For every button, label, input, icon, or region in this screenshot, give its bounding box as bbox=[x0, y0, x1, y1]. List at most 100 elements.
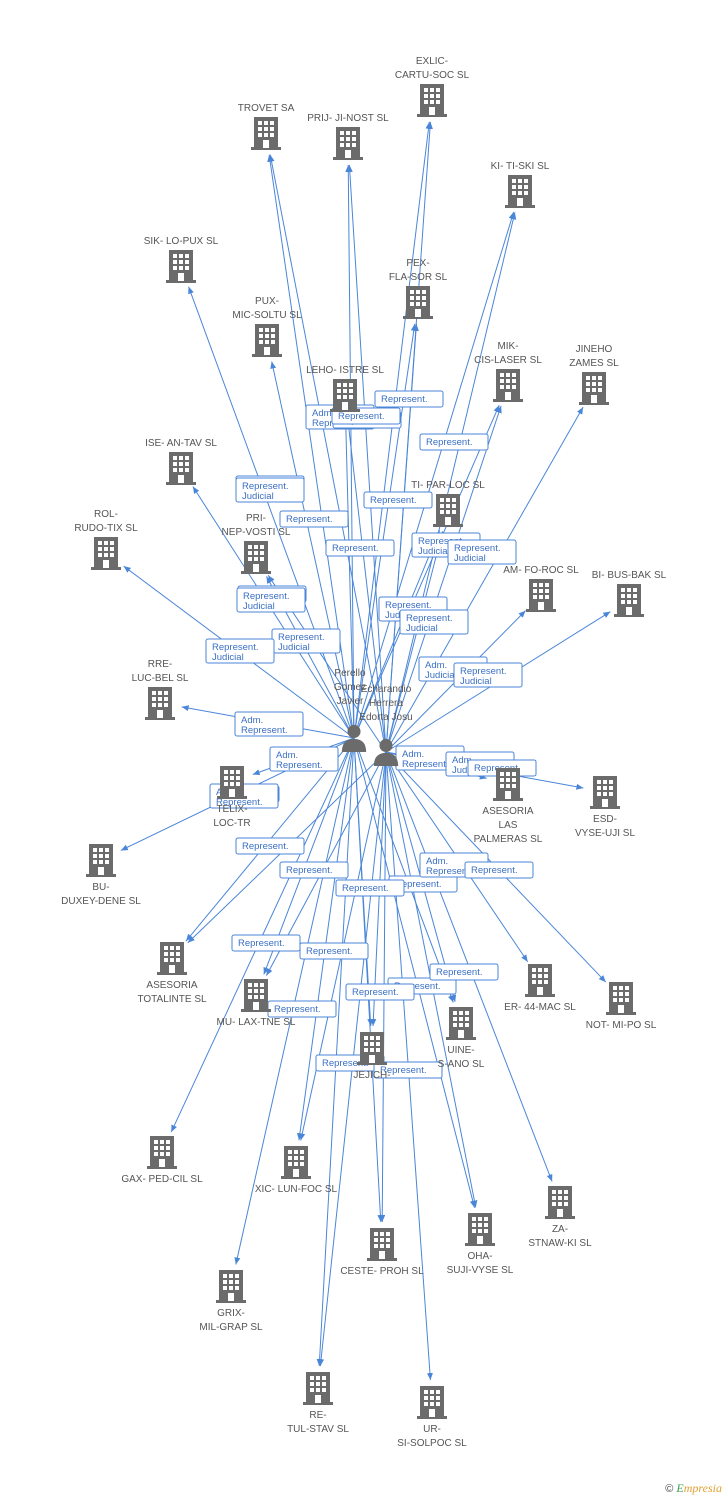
relation-badge[interactable]: Represent.Judicial bbox=[453, 662, 523, 688]
relation-badge[interactable]: Represent. bbox=[419, 433, 489, 451]
badge-text: Represent. bbox=[402, 759, 448, 770]
relation-badge[interactable]: Represent. bbox=[231, 934, 301, 952]
company-node[interactable]: GRIX-MIL-GRAP SL bbox=[199, 1270, 263, 1333]
company-node[interactable]: CESTE- PROH SL bbox=[340, 1228, 424, 1277]
company-node[interactable]: EXLIC-CARTU-SOC SL bbox=[395, 56, 470, 117]
badge-text: Represent. bbox=[243, 591, 289, 602]
company-node[interactable]: JEJICH- bbox=[353, 1032, 391, 1081]
building-icon bbox=[417, 1386, 447, 1419]
company-node[interactable]: MIK-CIS-LASER SL bbox=[474, 341, 542, 402]
relation-badge[interactable]: Represent.Judicial bbox=[235, 477, 305, 503]
company-label: UINE- bbox=[447, 1045, 474, 1056]
person-label: Herrera bbox=[369, 698, 403, 709]
company-label: TROVET SA bbox=[238, 103, 295, 114]
relation-badge[interactable]: Represent.Judicial bbox=[399, 609, 469, 635]
relation-badge[interactable]: Represent.Judicial bbox=[236, 587, 306, 613]
relation-badge[interactable]: Represent.Judicial bbox=[271, 628, 341, 654]
relation-badge[interactable]: Represent. bbox=[235, 837, 305, 855]
company-node[interactable]: ESD-VYSE-UJI SL bbox=[575, 776, 635, 839]
company-node[interactable]: BI- BUS-BAK SL bbox=[592, 570, 667, 617]
badge-text: Represent. bbox=[426, 866, 472, 877]
company-label: PRI- bbox=[246, 513, 266, 524]
company-label: XIC- LUN-FOC SL bbox=[255, 1184, 338, 1195]
company-node[interactable]: LEHO- ISTRE SL bbox=[306, 365, 384, 412]
building-icon bbox=[590, 776, 620, 809]
company-node[interactable]: RE-TUL-STAV SL bbox=[287, 1372, 349, 1435]
company-node[interactable]: PRIJ- JI-NOST SL bbox=[307, 113, 389, 160]
building-icon bbox=[241, 979, 271, 1012]
person-label: Javier bbox=[337, 696, 364, 707]
relation-badge[interactable]: Represent.Judicial bbox=[205, 638, 275, 664]
company-node[interactable]: SIK- LO-PUX SL bbox=[144, 236, 219, 283]
company-node[interactable]: GAX- PED-CIL SL bbox=[121, 1136, 203, 1185]
nodes-layer: EXLIC-CARTU-SOC SL TROVET SA PRIJ- JI-NOST… bbox=[61, 56, 667, 1449]
relation-badge[interactable]: Represent. bbox=[363, 491, 433, 509]
relation-badge[interactable]: Represent. bbox=[279, 861, 349, 879]
relation-badge[interactable]: Represent. bbox=[299, 942, 369, 960]
company-node[interactable]: ISE- AN-TAV SL bbox=[145, 438, 217, 485]
badge-text: Adm. bbox=[402, 749, 424, 760]
company-label: TELIX- bbox=[216, 804, 247, 815]
company-node[interactable]: MU- LAX-TNE SL bbox=[217, 979, 296, 1028]
badge-text: Represent. bbox=[406, 613, 452, 624]
company-node[interactable]: PEX-FLA-SOR SL bbox=[389, 258, 448, 319]
edge-p2-c12 bbox=[385, 531, 444, 753]
badge-text: Judicial bbox=[406, 623, 438, 634]
building-icon bbox=[252, 324, 282, 357]
company-label: ZA- bbox=[552, 1224, 568, 1235]
company-node[interactable]: ZA-STNAW-KI SL bbox=[528, 1186, 592, 1249]
relation-badge[interactable]: Represent. bbox=[429, 963, 499, 981]
relation-badge[interactable]: Represent. bbox=[374, 390, 444, 408]
badges-layer: Adm.Represent.Represent.Represent.Repres… bbox=[205, 390, 537, 1079]
company-node[interactable]: ROL-RUDO-TIX SL bbox=[74, 509, 138, 570]
badge-text: Represent. bbox=[286, 514, 332, 525]
company-label: NEP-VOSTI SL bbox=[222, 527, 291, 538]
company-node[interactable]: NOT- MI-PO SL bbox=[586, 982, 657, 1031]
company-node[interactable]: XIC- LUN-FOC SL bbox=[255, 1146, 338, 1195]
empresia-logo[interactable]: Empresia bbox=[676, 1481, 722, 1495]
relation-badge[interactable]: Represent. bbox=[335, 879, 405, 897]
company-node[interactable]: UINE-S-ANO SL bbox=[438, 1007, 485, 1070]
badge-box bbox=[464, 861, 534, 879]
company-node[interactable]: ER- 44-MAC SL bbox=[504, 964, 576, 1013]
copyright-symbol: © bbox=[665, 1483, 674, 1495]
edge-p1-c4 bbox=[353, 211, 515, 739]
relation-badge[interactable]: Represent. bbox=[267, 1000, 337, 1018]
relation-badge[interactable]: Represent. bbox=[345, 983, 415, 1001]
company-node[interactable]: TELIX-LOC-TR bbox=[213, 766, 251, 829]
company-node[interactable]: AM- FO-ROC SL bbox=[503, 565, 579, 612]
company-node[interactable]: OHA-SUJI-VYSE SL bbox=[447, 1213, 514, 1276]
badge-box bbox=[331, 407, 401, 425]
relation-badge[interactable]: Represent.Judicial bbox=[447, 539, 517, 565]
company-node[interactable]: PRI- NEP-VOSTI SL bbox=[222, 513, 291, 574]
company-label: ZAMES SL bbox=[569, 358, 619, 369]
badge-text: Represent. bbox=[342, 883, 388, 894]
relation-badge[interactable]: Represent. bbox=[464, 861, 534, 879]
relation-badge[interactable]: Adm.Represent. bbox=[269, 746, 339, 772]
badge-box bbox=[231, 934, 301, 952]
company-node[interactable]: KI- TI-SKI SL bbox=[491, 161, 550, 208]
badge-text: Represent. bbox=[276, 760, 322, 771]
edge-p1-c12 bbox=[353, 530, 441, 739]
relation-badge[interactable]: Adm.Represent. bbox=[234, 711, 304, 737]
badge-text: Adm. bbox=[312, 408, 334, 419]
edge-p2-c9 bbox=[385, 406, 584, 753]
company-node[interactable]: TI- PAR-LOC SL bbox=[411, 480, 485, 527]
badge-box bbox=[399, 609, 469, 635]
relation-badge[interactable]: Represent. bbox=[331, 407, 401, 425]
company-node[interactable]: PUX-MIC-SOLTU SL bbox=[232, 296, 302, 357]
company-node[interactable]: RRE-LUC-BEL SL bbox=[132, 659, 189, 720]
building-icon bbox=[166, 250, 196, 283]
relation-badge[interactable]: Represent. bbox=[279, 510, 349, 528]
company-node[interactable]: TROVET SA bbox=[238, 103, 295, 150]
company-node[interactable]: UR-SI-SOLPOC SL bbox=[397, 1386, 467, 1449]
company-node[interactable]: BU-DUXEY-DENE SL bbox=[61, 844, 141, 907]
relation-badge[interactable]: Represent. bbox=[373, 1061, 443, 1079]
relation-badge[interactable]: Represent. bbox=[325, 539, 395, 557]
badge-box bbox=[299, 942, 369, 960]
